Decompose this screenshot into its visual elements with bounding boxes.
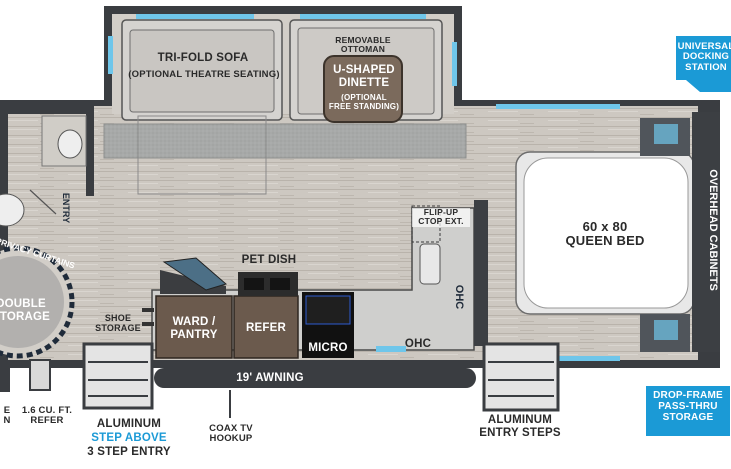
drop-frame-label: DROP-FRAME PASS-THRU STORAGE	[653, 390, 723, 423]
carpet-strip	[104, 124, 466, 158]
bed-mattress	[523, 157, 689, 309]
dropframe-badge-shape	[646, 386, 730, 436]
overhead-cabinets-label: OVERHEAD CABINETS	[707, 169, 719, 291]
ottoman-label: REMOVABLE OTTOMAN	[335, 35, 391, 55]
sofa-note: (OPTIONAL THEATRE SEATING)	[128, 69, 280, 80]
overhead-cabinets	[692, 112, 720, 352]
window	[136, 14, 254, 19]
ohc-light	[376, 346, 406, 352]
double-storage-label: DOUBLE STORAGE	[0, 298, 51, 323]
bathroom-wall	[86, 106, 94, 196]
pet-dish-label: PET DISH	[241, 254, 297, 266]
toilet	[0, 193, 25, 227]
flip-up-label: FLIP-UP CTOP EXT.	[412, 207, 470, 227]
window	[300, 14, 426, 19]
entry-steps-label: ALUMINUM ENTRY STEPS	[479, 414, 561, 439]
shoe-storage-label: SHOE STORAGE	[95, 313, 141, 333]
window	[452, 42, 457, 86]
bed-label: 60 x 80 QUEEN BED	[565, 219, 645, 249]
pantry	[155, 295, 233, 359]
coax-label: COAX TV HOOKUP	[209, 423, 253, 445]
small-refer-label: 1.6 CU. FT. REFER	[21, 405, 73, 427]
window	[496, 104, 620, 109]
step-above-label: STEP ABOVE	[91, 432, 167, 444]
refer	[233, 295, 299, 359]
ohc-side-label: OHC	[453, 284, 465, 310]
docking-badge-shape	[676, 36, 731, 92]
entry-label: ENTRY	[61, 192, 71, 224]
refer-label: REFER	[246, 322, 286, 334]
three-step-entry-label: 3 STEP ENTRY	[87, 446, 171, 458]
awning-bar	[154, 368, 476, 388]
pantry-label: WARD / PANTRY	[170, 316, 218, 341]
window	[108, 36, 113, 74]
step-above-steps	[82, 342, 154, 410]
kitchen-sink	[419, 243, 441, 285]
dinette-label: U-SHAPED DINETTE	[333, 64, 395, 89]
sofa-bed-outline	[137, 115, 267, 195]
bathroom-wall	[8, 106, 92, 114]
sink	[57, 129, 83, 159]
awning-label: 19' AWNING	[236, 372, 304, 384]
micro-label: MICRO	[308, 342, 348, 354]
left-wall-segment	[0, 100, 104, 106]
dinette-note: (OPTIONAL FREE STANDING)	[328, 93, 400, 111]
entry-steps	[482, 342, 560, 412]
left-edge-label: E N	[3, 405, 11, 427]
aluminum-label: ALUMINUM	[96, 418, 162, 430]
ohc-bottom-label: OHC	[404, 338, 432, 350]
sofa-label: TRI-FOLD SOFA	[157, 52, 249, 64]
ottoman	[323, 55, 403, 123]
docking-station-label: UNIVERSAL DOCKING STATION	[677, 41, 731, 73]
